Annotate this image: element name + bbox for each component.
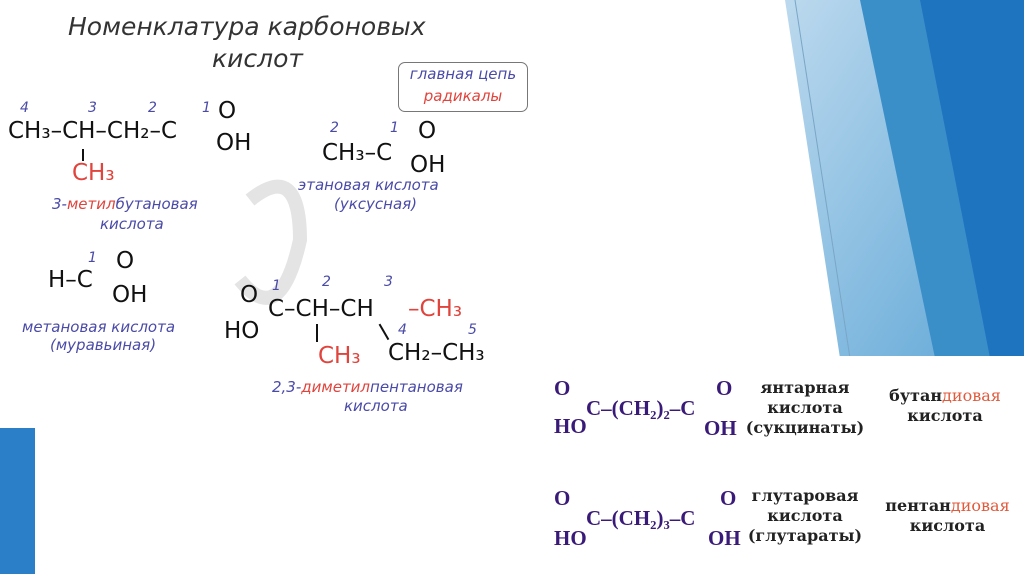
formula-chain: C–(CH₂)₃–C	[586, 506, 696, 530]
formula-oxygen: O	[720, 486, 737, 510]
name-part: диметил	[301, 378, 371, 396]
formula-hydroxyl: HO	[554, 526, 587, 550]
name-part: бутановая	[115, 195, 198, 213]
formula-oxygen: O	[240, 282, 259, 308]
bond	[82, 149, 84, 161]
formula-hydroxyl: HO	[554, 414, 587, 438]
atom-number: 1	[390, 120, 399, 136]
name-part: пентановая	[370, 378, 463, 396]
atom-number: 1	[272, 278, 281, 294]
atom-number: 4	[398, 322, 407, 338]
formula-hydroxyl: OH	[704, 416, 737, 440]
legend-radicals: радикалы	[423, 87, 503, 105]
name-line: янтарная	[760, 378, 850, 397]
atom-number: 2	[330, 120, 339, 136]
name-line: кислота	[907, 406, 983, 425]
atom-number: 3	[88, 100, 97, 116]
legend-main-chain: главная цепь	[409, 65, 517, 83]
name-line: кислота	[767, 398, 843, 417]
formula-main-chain: H–C	[48, 267, 93, 293]
formula-hydroxyl: HO	[224, 318, 260, 344]
formula-radical: CH₃	[318, 343, 361, 369]
atom-number: 2	[148, 100, 157, 116]
formula-tail: CH₂–CH₃	[388, 340, 485, 366]
formula-hydroxyl: OH	[410, 152, 446, 178]
atom-number: 4	[20, 100, 29, 116]
formula-main-chain: CH₃–CH–CH₂–C	[8, 118, 178, 144]
formula-oxygen: O	[554, 486, 571, 510]
name-part: метил	[66, 195, 116, 213]
name-line: кислота	[909, 516, 986, 535]
formula-chain: C–(CH₂)₂–C	[586, 396, 696, 420]
formula-oxygen: O	[554, 376, 571, 400]
formula-radical: CH₃	[72, 160, 115, 186]
formula-oxygen: O	[418, 118, 437, 144]
compound-name: метановая кислота	[22, 318, 176, 336]
compound-name-line2: кислота	[344, 397, 408, 415]
formula-hydroxyl: OH	[216, 130, 252, 156]
compound-name: этановая кислота	[298, 176, 439, 194]
formula-radical: –CH₃	[408, 296, 463, 322]
name-part: 2,3-	[272, 378, 302, 396]
name-line: глутаровая	[751, 486, 859, 505]
atom-number: 1	[202, 100, 211, 116]
formula-oxygen: O	[218, 98, 237, 124]
title-line-1: Номенклатура карбоновых	[68, 12, 426, 41]
formula-main-chain: C–CH–CH	[268, 296, 374, 322]
formula-hydroxyl: OH	[112, 282, 148, 308]
formula-oxygen: O	[716, 376, 733, 400]
name-suffix: диовая	[950, 496, 1010, 515]
name-line: (глутараты)	[747, 526, 863, 545]
atom-number: 2	[322, 274, 331, 290]
compound-name-line2: кислота	[100, 215, 164, 233]
name-line: кислота	[767, 506, 843, 525]
formula-main-chain: CH₃–C	[322, 140, 393, 166]
legend-box: главная цепь радикалы	[398, 62, 528, 112]
compound-name: 3-метилбутановая	[52, 195, 198, 213]
formula-hydroxyl: OH	[708, 526, 741, 550]
name-suffix: диовая	[942, 386, 1001, 405]
trivial-name: (муравьиная)	[50, 336, 157, 354]
bond	[316, 324, 318, 342]
compound-name: 2,3-диметилпентановая	[272, 378, 463, 396]
name-root: бутан	[889, 386, 943, 405]
formula-oxygen: O	[116, 248, 135, 274]
name-part: 3-	[52, 195, 67, 213]
name-root: пентан	[885, 496, 951, 515]
trivial-name: (уксусная)	[334, 195, 418, 213]
name-line: (сукцинаты)	[745, 418, 865, 437]
atom-number: 1	[88, 250, 97, 266]
atom-number: 5	[468, 322, 477, 338]
title-line-2: кислот	[212, 44, 303, 73]
atom-number: 3	[384, 274, 393, 290]
